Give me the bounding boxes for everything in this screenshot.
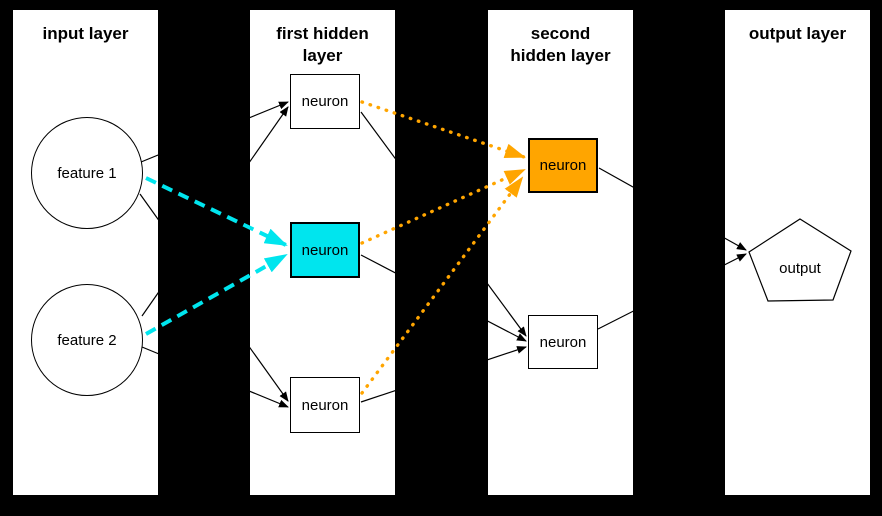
second-hidden-layer-title-line2: hidden layer [510, 46, 611, 65]
node-output-label: output [779, 260, 821, 277]
second-hidden-layer-title: second hidden layer [488, 23, 633, 67]
edge-feature1-to-h1neuron1 [140, 101, 289, 163]
edge-h2neuron1-to-output [598, 167, 747, 251]
output-layer-title: output layer [725, 23, 870, 45]
node-hidden1-neuron2-label: neuron [301, 241, 349, 259]
highlight-edge-feature1-to-cyan-neuron [145, 176, 288, 247]
edge-h1neuron3-to-h2neuron2 [360, 346, 527, 403]
output-layer-title-line: output layer [748, 24, 847, 43]
orange-highlight-edges [360, 100, 526, 395]
edge-h2neuron2-to-output [597, 253, 747, 330]
panel-second-hidden-layer: second hidden layer [488, 10, 633, 495]
node-hidden1-neuron1: neuron [290, 74, 360, 129]
highlight-edge-h1neuron3-to-orange-neuron [360, 176, 524, 395]
input-layer-title-line: input layer [42, 24, 129, 43]
node-hidden2-neuron2-label: neuron [539, 333, 587, 351]
first-hidden-layer-title: first hidden layer [250, 23, 395, 67]
edge-h1neuron1-to-h2neuron2 [360, 111, 527, 337]
node-feature1: feature 1 [31, 117, 143, 229]
node-hidden1-neuron1-label: neuron [301, 93, 349, 110]
node-feature2-label: feature 2 [57, 331, 117, 349]
panel-input-layer: input layer [13, 10, 158, 495]
node-feature1-label: feature 1 [57, 164, 117, 182]
first-hidden-layer-title-line1: first hidden [276, 24, 369, 43]
highlight-edge-feature2-to-cyan-neuron [145, 253, 288, 336]
output-node-shape [748, 218, 852, 302]
black-edges [139, 101, 747, 408]
node-feature2: feature 2 [31, 284, 143, 396]
node-hidden2-neuron2: neuron [528, 315, 598, 369]
highlight-edge-h1neuron1-to-orange-neuron [360, 100, 526, 159]
node-hidden2-neuron1-label: neuron [539, 157, 587, 174]
edge-h1neuron2-to-h2neuron2 [360, 254, 527, 342]
edge-feature2-to-h1neuron3 [141, 346, 289, 408]
node-hidden2-neuron1-orange: neuron [528, 138, 598, 193]
node-hidden1-neuron3-label: neuron [301, 396, 349, 414]
input-layer-title: input layer [13, 23, 158, 45]
first-hidden-layer-title-line2: layer [302, 46, 343, 65]
second-hidden-layer-title-line1: second [530, 24, 591, 43]
highlight-edge-h1neuron2-to-orange-neuron [360, 168, 526, 245]
node-hidden1-neuron2-cyan: neuron [290, 222, 360, 278]
cyan-highlight-edges [145, 176, 288, 336]
node-hidden1-neuron3: neuron [290, 377, 360, 433]
